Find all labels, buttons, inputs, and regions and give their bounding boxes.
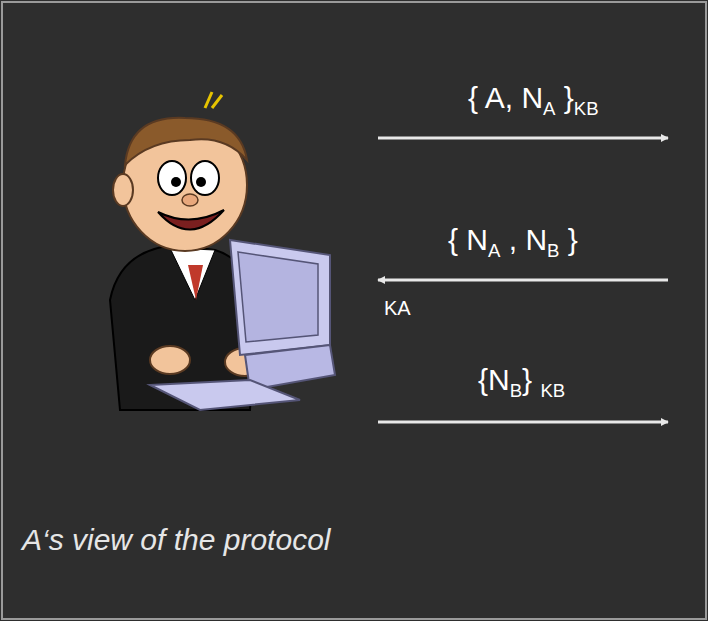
person-at-computer — [110, 92, 335, 410]
message-label: KA — [384, 296, 411, 320]
message-arrow — [378, 279, 668, 282]
message-arrow — [378, 421, 668, 424]
message-arrow — [378, 137, 668, 140]
message-label: {NB} KB — [478, 362, 565, 402]
message-label: { NA , NB } — [448, 222, 578, 262]
message-label: { A, NA }KB — [468, 80, 599, 120]
caption: A‘s view of the protocol — [22, 522, 330, 558]
